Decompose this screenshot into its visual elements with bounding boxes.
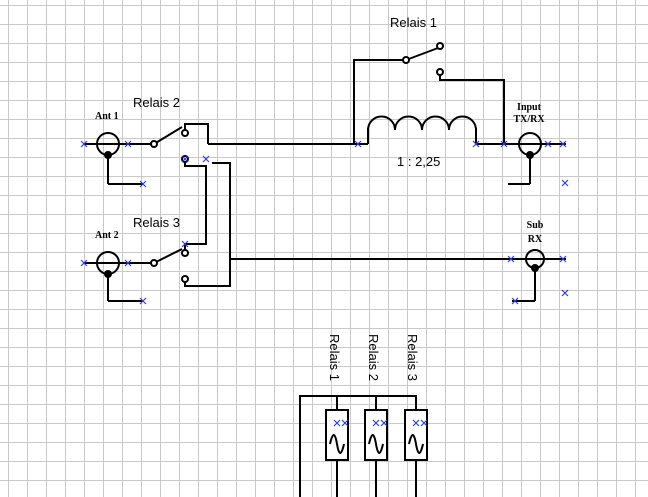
pin-markers bbox=[80, 140, 569, 427]
sub-label: Sub bbox=[527, 220, 544, 231]
ratio-label: 1 : 2,25 bbox=[397, 154, 440, 169]
relay-coils bbox=[299, 395, 428, 497]
main-bus bbox=[208, 42, 566, 145]
relais3-label: Relais 3 bbox=[133, 215, 180, 230]
ant2-connector bbox=[84, 251, 152, 302]
ant1-connector bbox=[84, 132, 152, 185]
relais2-switch bbox=[150, 123, 209, 178]
input-txrx-connector bbox=[508, 132, 542, 185]
relais1-label: Relais 1 bbox=[390, 15, 437, 30]
rx-label: RX bbox=[528, 234, 543, 245]
ant1-label: Ant 1 bbox=[95, 111, 119, 122]
ant2-label: Ant 2 bbox=[95, 230, 119, 241]
relais3-switch bbox=[150, 162, 231, 287]
sub-rx-bus bbox=[230, 249, 566, 302]
input-label: Input bbox=[517, 102, 542, 113]
relais2-label: Relais 2 bbox=[133, 95, 180, 110]
coil2-label: Relais 2 bbox=[366, 334, 381, 381]
coil1-label: Relais 1 bbox=[327, 334, 342, 381]
coil3-label: Relais 3 bbox=[405, 334, 420, 381]
txrx-label: TX/RX bbox=[513, 114, 545, 125]
